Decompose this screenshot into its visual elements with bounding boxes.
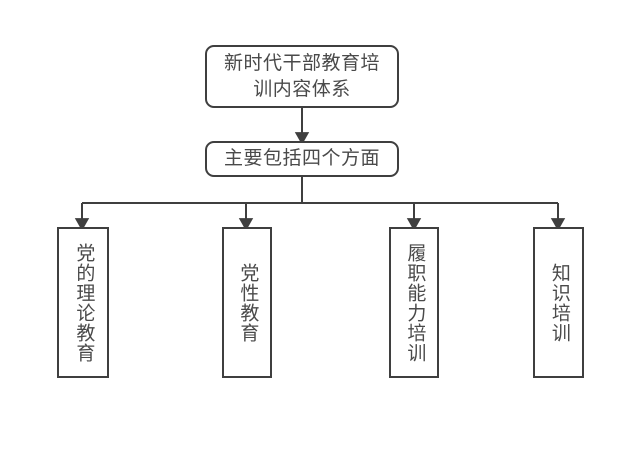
node-branch-3-label: 知识培训 — [548, 262, 570, 343]
node-branch-party-theory-education: 党的理论教育 — [57, 227, 109, 378]
node-summary: 主要包括四个方面 — [205, 141, 399, 177]
node-summary-label: 主要包括四个方面 — [223, 148, 380, 170]
node-branch-0-label: 党的理论教育 — [73, 242, 95, 363]
node-branch-knowledge-training: 知识培训 — [533, 227, 584, 378]
node-root: 新时代干部教育培训内容体系 — [205, 45, 399, 108]
node-branch-1-label: 党性教育 — [237, 262, 259, 343]
node-branch-job-capability-training: 履职能力培训 — [389, 227, 439, 378]
node-branch-2-label: 履职能力培训 — [404, 242, 426, 363]
node-root-label: 新时代干部教育培训内容体系 — [223, 53, 380, 100]
node-branch-party-spirit-education: 党性教育 — [222, 227, 272, 378]
